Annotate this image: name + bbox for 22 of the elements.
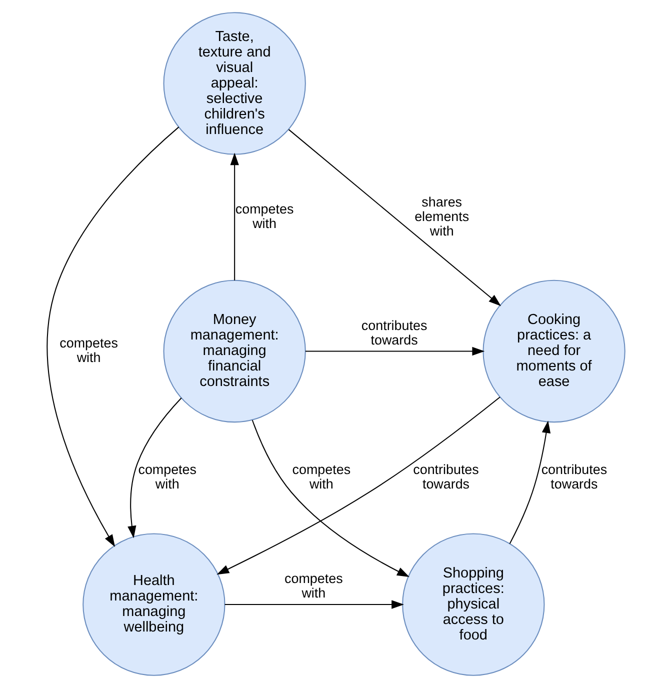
- edge-label: competes with: [60, 336, 118, 365]
- arrow: [305, 346, 485, 356]
- arrow: [230, 152, 239, 280]
- edge-label: shares elements with: [414, 194, 470, 238]
- edge-label: competes with: [284, 571, 343, 601]
- arrow: [128, 398, 182, 538]
- arrow: [288, 129, 502, 306]
- edge-label: contributes towards: [361, 318, 428, 348]
- arrow: [216, 396, 500, 575]
- edge-label: competes with: [292, 462, 351, 492]
- arrow: [224, 600, 404, 609]
- edge-label: competes with: [138, 462, 197, 492]
- edge-label: competes with: [235, 202, 294, 232]
- node-circle: Shopping practices: physical access to food: [402, 533, 545, 676]
- edge-label: contributes towards: [541, 462, 608, 492]
- node-circle: Taste, texture and visual appeal: selective children's influence: [163, 12, 306, 155]
- arrow: [252, 420, 410, 578]
- node-circle: Cooking practices: a need for moments of ease: [482, 280, 626, 423]
- arrow: [509, 420, 551, 544]
- arrow: [46, 126, 180, 548]
- edge-label: contributes towards: [413, 462, 479, 492]
- node-circle: Money management: managing financial constraints: [163, 280, 306, 423]
